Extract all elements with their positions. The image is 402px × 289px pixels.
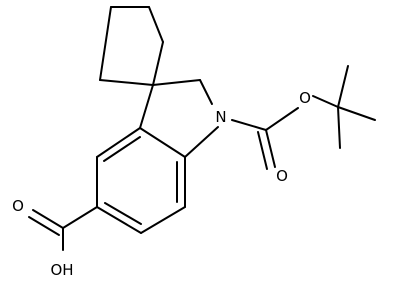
bond (265, 107, 299, 131)
bond (199, 79, 213, 105)
bond (184, 126, 219, 158)
bond (99, 6, 112, 81)
bond (28, 216, 60, 236)
carboxylic-acid-group (28, 206, 98, 251)
bond (231, 119, 267, 131)
bond (152, 41, 164, 86)
bond (312, 95, 339, 108)
acid-hydroxyl-label: OH (50, 261, 73, 279)
bond (103, 136, 141, 162)
bond (337, 65, 349, 108)
benzene-ring (96, 127, 186, 234)
ester-oxygen-label: O (299, 89, 311, 107)
bond (337, 106, 376, 121)
bond (104, 202, 142, 225)
boc-group (231, 65, 376, 170)
bond (99, 79, 154, 86)
bond (337, 106, 341, 149)
carbonyl-oxygen-label: O (276, 167, 288, 185)
pyrrolidine-ring (139, 79, 219, 158)
bond (152, 79, 201, 86)
bond (139, 127, 186, 158)
bond (148, 6, 164, 43)
bond (139, 84, 154, 129)
bond (265, 129, 276, 168)
cyclopentane-ring (99, 6, 164, 86)
nitrogen-atom-label: N (215, 108, 226, 126)
bond (96, 127, 141, 158)
bond (140, 206, 186, 234)
bond (32, 209, 64, 229)
bond (62, 206, 98, 229)
bond (257, 131, 268, 170)
bond (96, 206, 142, 234)
acid-carbonyl-oxygen-label: O (12, 197, 24, 215)
